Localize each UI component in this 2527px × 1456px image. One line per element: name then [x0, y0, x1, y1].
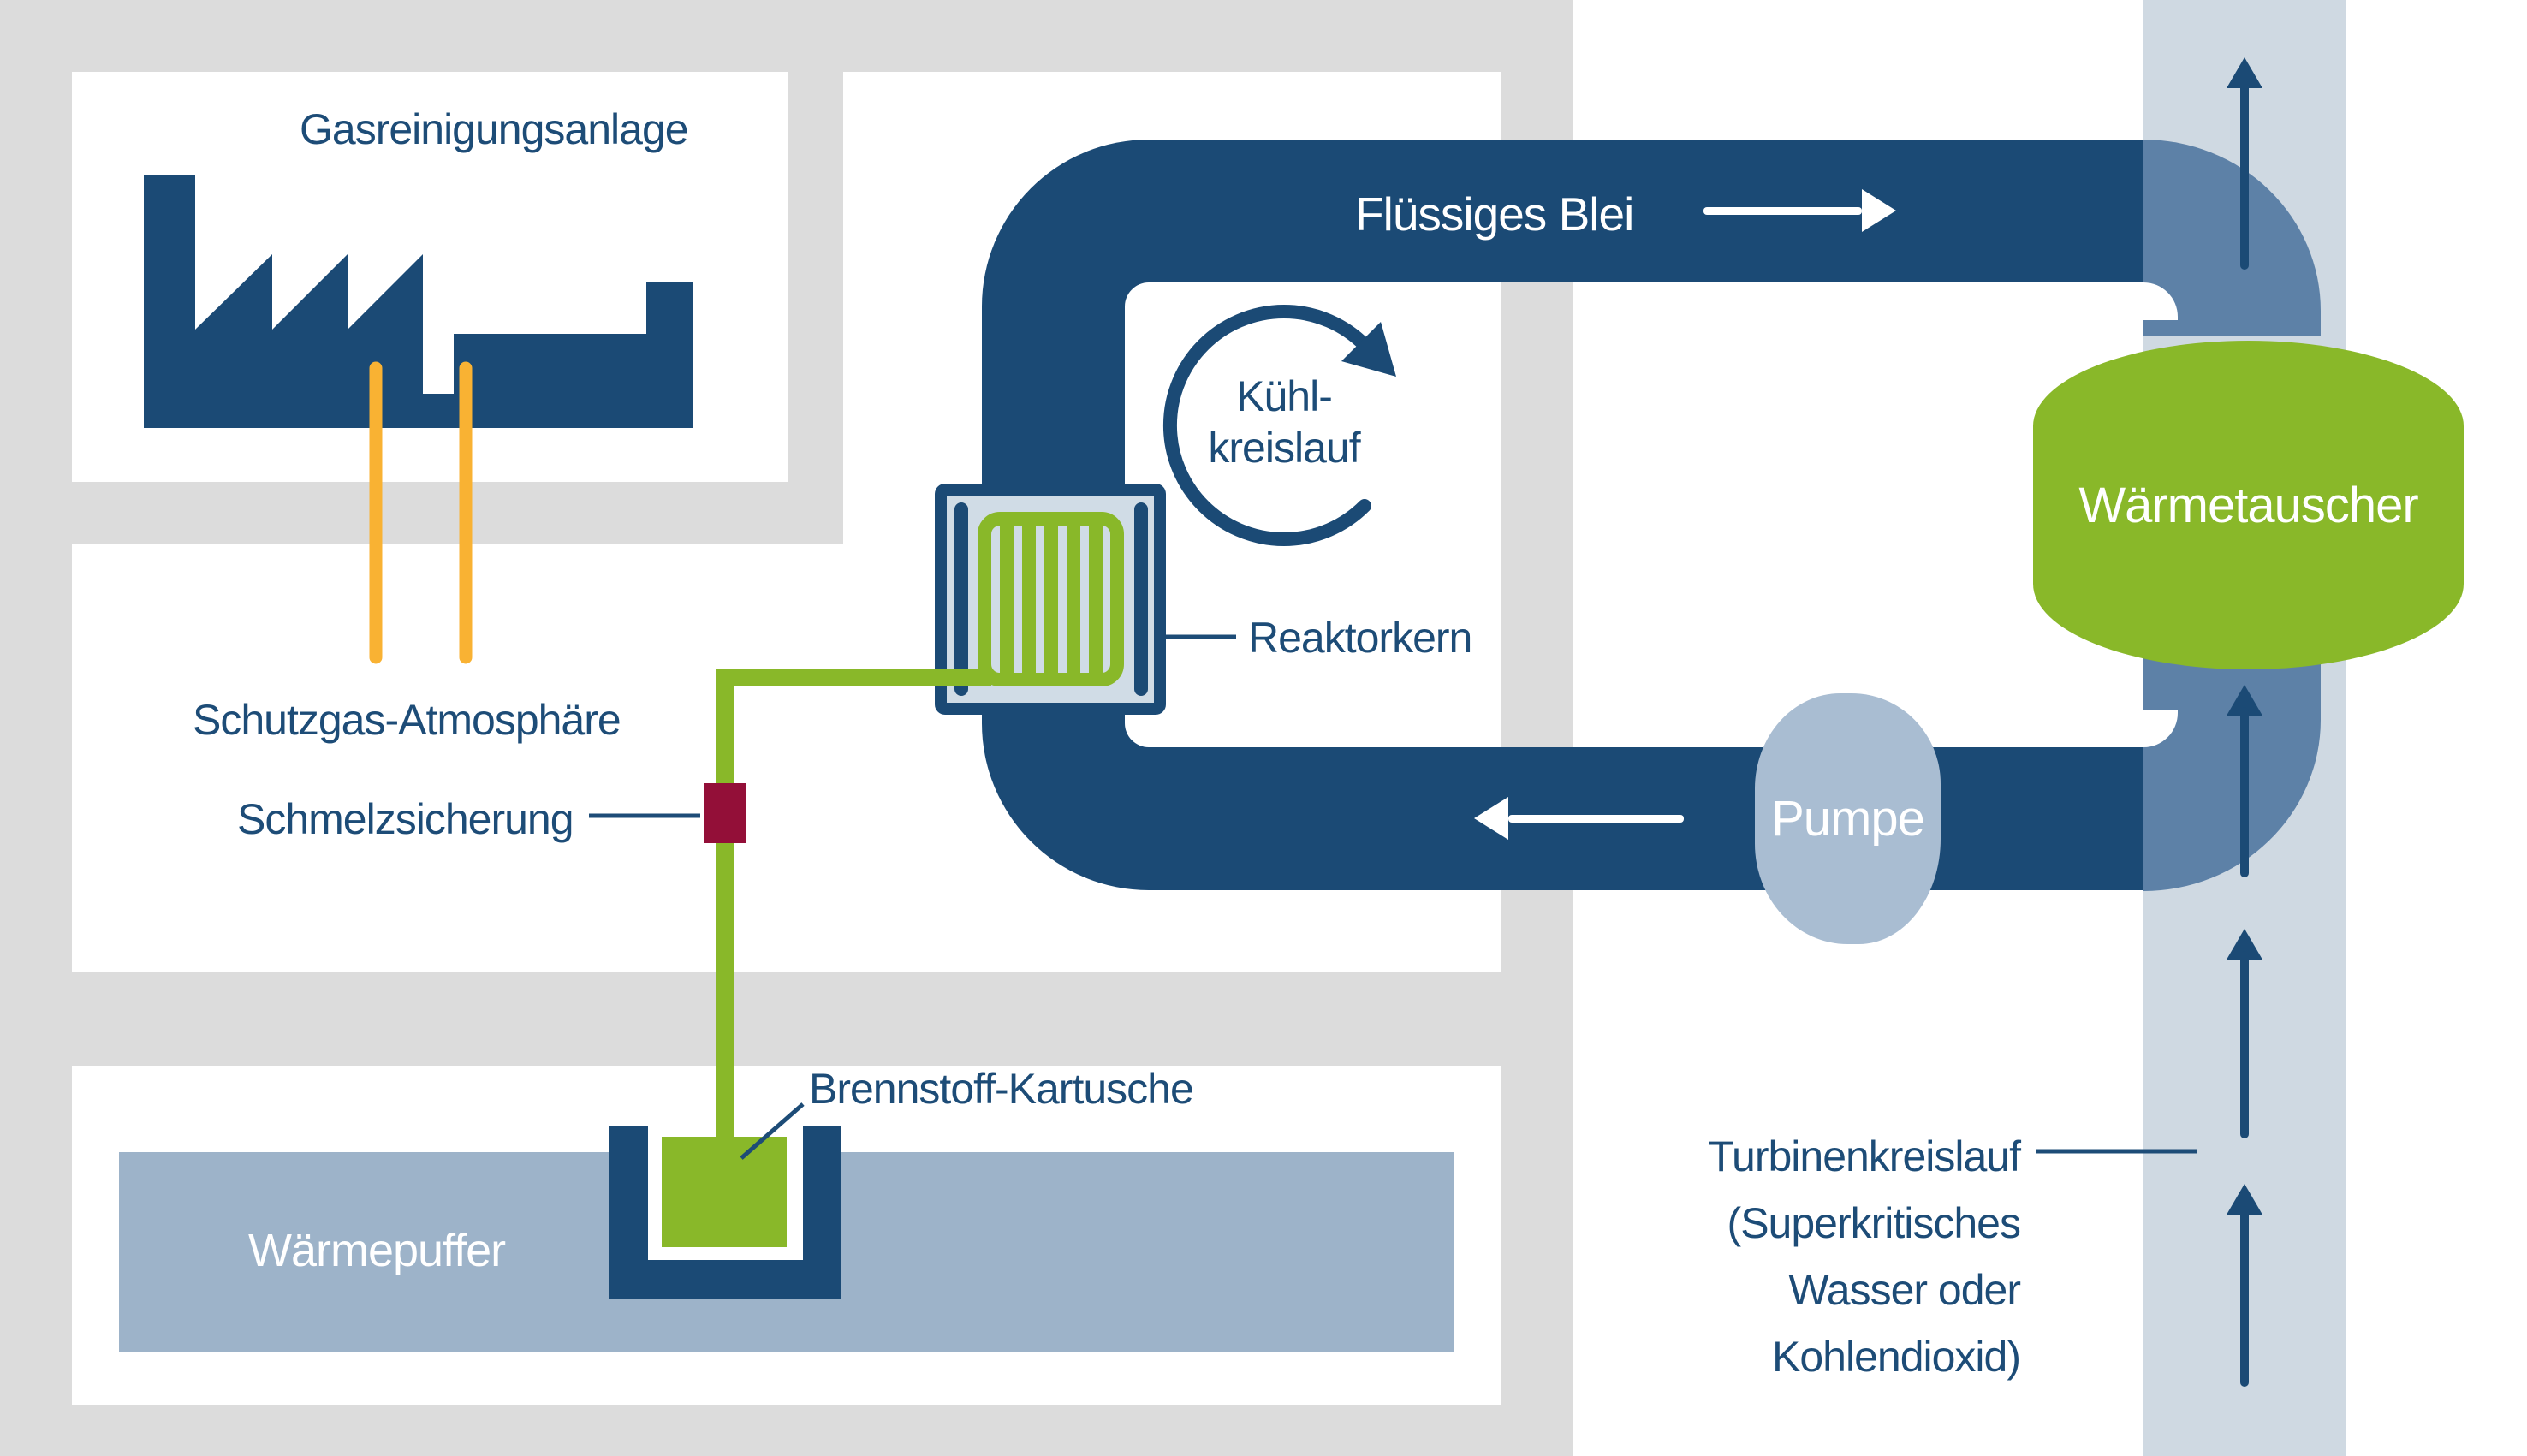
turbine-circuit-label-line3: Wasser oder — [1788, 1266, 2021, 1314]
heat-exchanger: Wärmetauscher — [2033, 341, 2464, 669]
cooling-loop-label: Kühl- kreislauf — [1170, 371, 1398, 473]
heat-buffer-label: Wärmepuffer — [248, 1225, 506, 1276]
flow-arrow-right-icon — [1862, 189, 1896, 232]
fuel-coil-bar — [1044, 526, 1058, 673]
flow-arrow-left-shaft — [1508, 815, 1684, 823]
factory-icon — [144, 175, 693, 428]
turbine-circuit-label-line2: (Superkritisches — [1727, 1199, 2021, 1247]
pump: Pumpe — [1755, 693, 1941, 944]
fuel-coil-bar — [1067, 526, 1080, 673]
fuel-coil-bar — [1000, 526, 1014, 673]
band-up-arrow-1 — [2227, 57, 2262, 270]
melt-fuse-label: Schmelzsicherung — [237, 795, 574, 843]
cooling-loop-circular-arrow — [1162, 305, 1371, 546]
band-up-arrow-2 — [2227, 685, 2262, 877]
turbine-circuit-label-line4: Kohlendioxid) — [1772, 1333, 2021, 1381]
pump-label: Pumpe — [1771, 791, 1925, 847]
fuel-pipe-horizontal — [716, 669, 991, 686]
reactor-rod-right — [1134, 502, 1148, 696]
fuel-coil-bar — [1089, 526, 1103, 673]
cooling-loop-label-line1: Kühl- — [1236, 372, 1333, 420]
fuel-cartridge — [662, 1137, 787, 1247]
flow-arrow-right-shaft — [1703, 207, 1862, 215]
melt-fuse — [704, 783, 746, 843]
turbine-circuit-label: Turbinenkreislauf (Superkritisches Wasse… — [1592, 1123, 2021, 1390]
fuel-coil-frame — [978, 512, 1124, 686]
band-up-arrow-3 — [2227, 929, 2262, 1138]
gas-cleaning-plant-label: Gasreinigungsanlage — [300, 105, 689, 153]
fuel-cartridge-label: Brennstoff-Kartusche — [809, 1065, 1194, 1113]
reactor-rod-left — [954, 502, 968, 696]
cooling-loop-arrowhead-icon — [1341, 322, 1396, 377]
fuel-cartridge-leader-line — [740, 1102, 805, 1160]
liquid-lead-label: Flüssiges Blei — [1355, 187, 1634, 241]
band-up-arrow-4 — [2227, 1184, 2262, 1387]
reactor-core-label: Reaktorkern — [1248, 614, 1472, 662]
cooling-loop-label-line2: kreislauf — [1208, 424, 1360, 472]
turbine-circuit-label-line1: Turbinenkreislauf — [1708, 1132, 2021, 1180]
flow-arrow-left-icon — [1474, 797, 1508, 840]
heat-exchanger-label: Wärmetauscher — [2078, 477, 2418, 533]
protective-gas-label: Schutzgas-Atmosphäre — [193, 696, 621, 744]
fuel-coil-bar — [1022, 526, 1036, 673]
